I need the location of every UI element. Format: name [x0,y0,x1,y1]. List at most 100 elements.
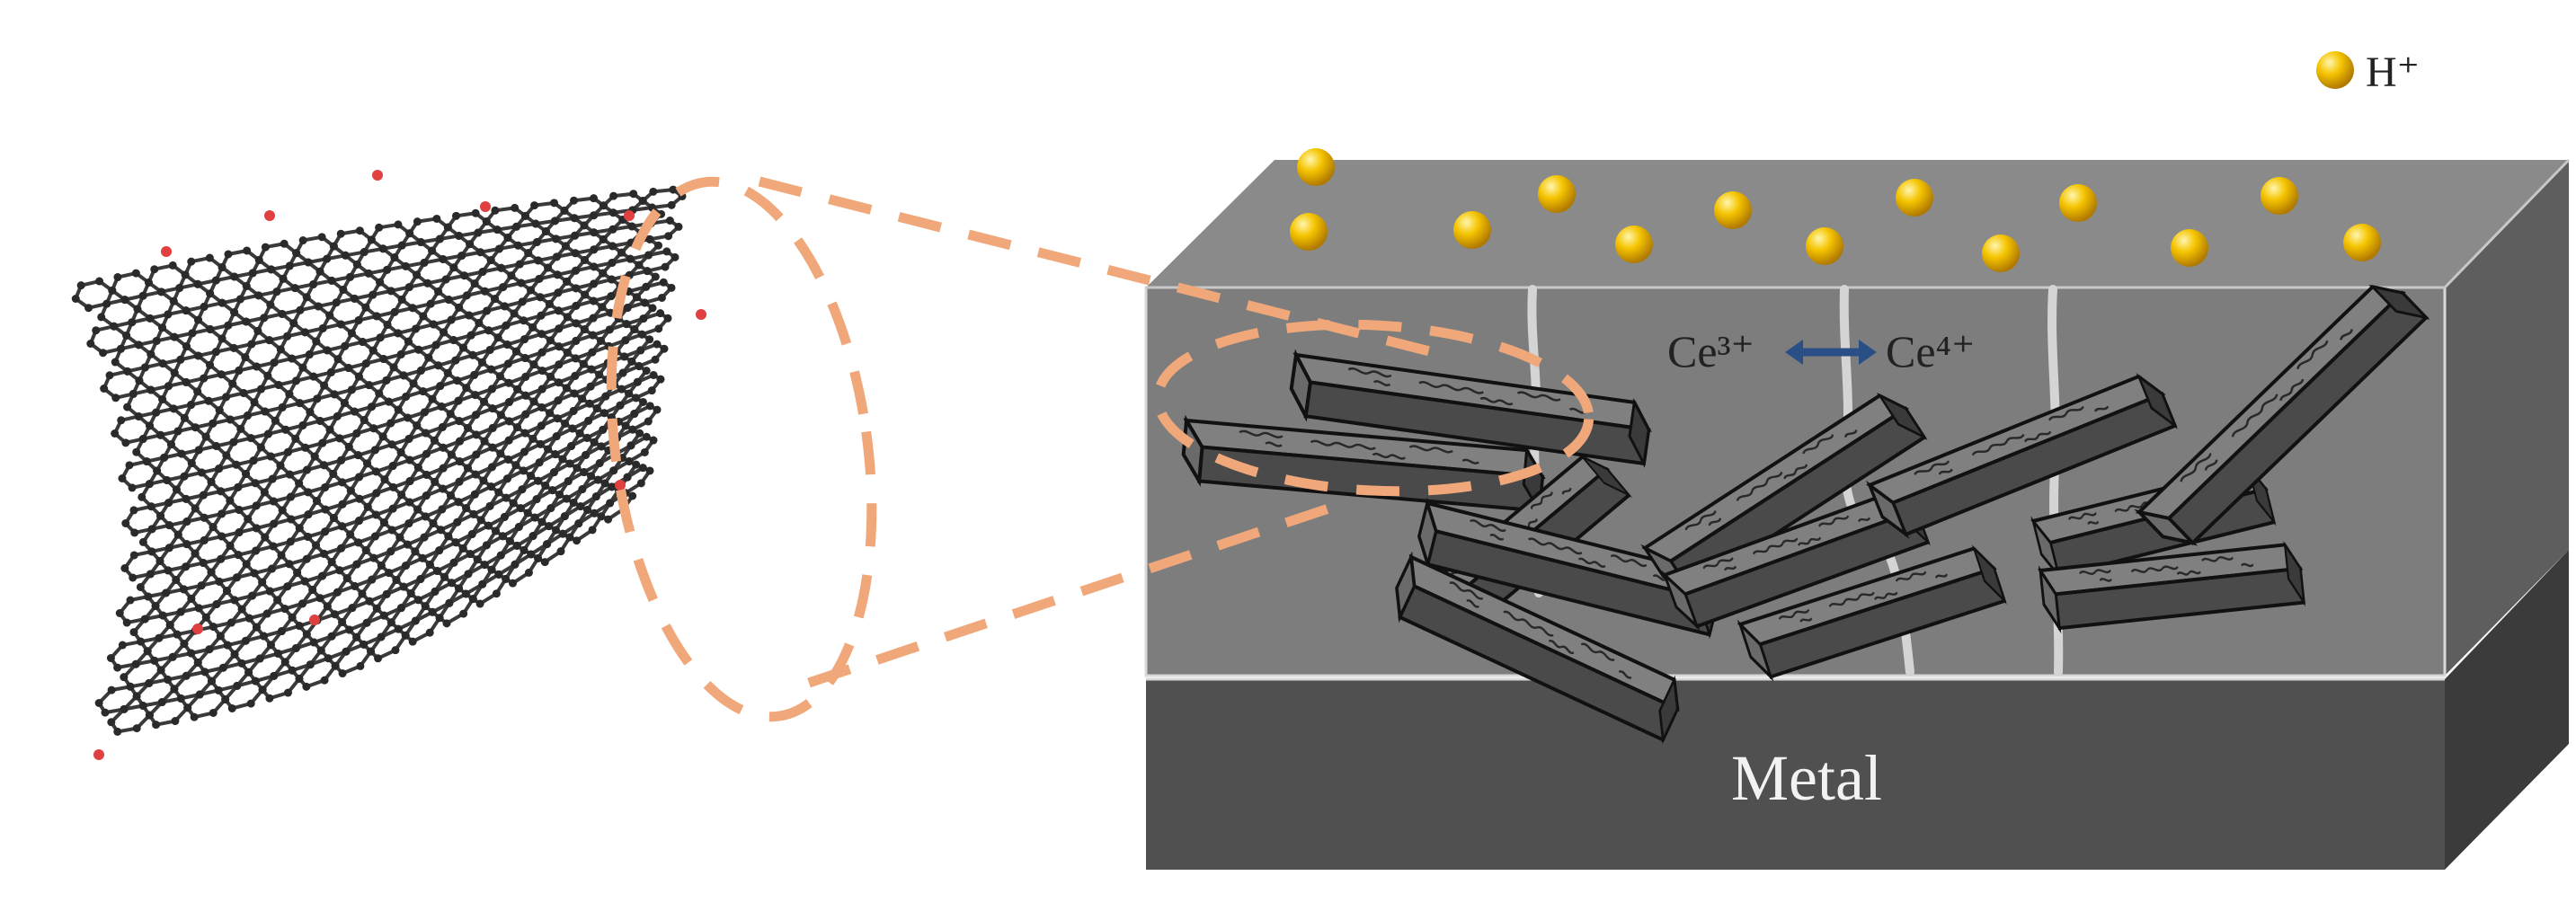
graphene-atom [553,270,562,279]
graphene-atom [629,190,638,199]
graphene-atom [164,499,173,508]
graphene-atom [600,479,609,488]
graphene-atom [187,401,196,410]
graphene-atom [435,234,444,243]
coating-side-face [2445,160,2569,676]
graphene-atom [520,335,529,344]
graphene-atom [336,229,345,238]
graphene-atom [486,256,495,265]
graphene-atom [253,326,262,335]
graphene-atom [94,699,103,707]
graphene-atom [173,630,182,639]
graphene-atom [191,504,200,513]
graphene-atom [247,340,256,349]
graphene-atom [588,348,597,357]
graphene-hexagon [615,332,652,358]
graphene-atom [86,340,95,348]
graphene-atom [314,302,323,311]
graphene-hexagon [432,459,470,491]
graphene-atom [226,415,235,424]
graphene-atom [504,417,513,426]
graphene-atom [451,211,460,220]
graphene-atom [645,335,654,344]
graphene-hexagon [641,188,684,210]
graphene-atom [558,529,567,538]
graphene-atom [429,320,438,329]
graphene-atom [260,314,269,323]
graphene-atom [555,490,564,499]
graphene-atom [500,512,509,521]
graphene-atom [269,497,278,506]
graphene-hexagon [409,569,447,602]
graphene-atom [421,512,430,521]
graphene-atom [71,295,80,303]
graphene-atom [502,493,511,502]
graphene-atom [665,216,674,225]
graphene-atom [639,314,648,323]
graphene-atom [365,597,374,606]
graphene-atom [323,254,332,263]
graphene-atom [659,278,668,287]
graphene-atom [218,298,227,307]
graphene-atom [397,295,406,304]
graphene-atom [100,385,109,393]
graphene-atom [462,504,471,513]
graphene-atom [532,495,541,504]
oxygen-atom [615,480,626,491]
graphene-atom [589,331,598,340]
graphene-atom [599,234,608,243]
graphene-hexagon [428,540,466,573]
graphene-atom [252,501,261,510]
graphene-atom [355,494,364,503]
graphene-atom [346,272,355,281]
graphene-atom [327,632,336,641]
graphene-atom [413,596,422,605]
graphene-atom [146,421,155,430]
graphene-hexagon [620,435,655,464]
graphene-atom [147,349,155,358]
graphene-atom [644,417,653,426]
graphene-atom [116,344,125,353]
graphene-atom [335,566,344,575]
graphene-atom [201,613,210,622]
graphene-atom [592,404,601,413]
graphene-atom [424,353,433,362]
graphene-atom [584,416,593,425]
graphene-atom [420,533,429,542]
graphene-atom [476,248,485,257]
graphene-atom [527,550,536,559]
graphene-atom [146,314,155,323]
graphene-atom [164,382,173,391]
graphene-atom [120,296,129,305]
graphene-atom [309,372,318,381]
graphene-atom [431,341,440,349]
graphene-atom [609,191,618,200]
graphene-atom [496,411,505,420]
graphene-atom [462,384,471,393]
graphene-hexagon [466,446,502,477]
graphene-atom [536,439,545,448]
graphene-hexagon [464,484,501,517]
graphene-atom [573,464,582,473]
graphene-atom [280,239,289,248]
graphene-atom [289,319,298,328]
graphene-atom [411,616,420,625]
graphene-atom [505,536,514,545]
graphene-atom [246,434,255,443]
graphene-atom [368,402,377,411]
graphene-atom [215,577,224,586]
graphene-atom [200,513,209,522]
graphene-atom [439,464,448,473]
graphene-atom [409,379,418,388]
graphene-atom [446,491,455,500]
graphene-atom [436,382,445,391]
graphene-atom [486,482,495,491]
proton-sphere [1806,227,1843,265]
graphene-atom [371,467,380,476]
graphene-atom [593,475,602,484]
graphene-atom [172,575,181,584]
graphene-atom [325,425,334,434]
graphene-atom [163,475,172,484]
graphene-atom [471,470,480,479]
graphene-atom [145,678,154,687]
